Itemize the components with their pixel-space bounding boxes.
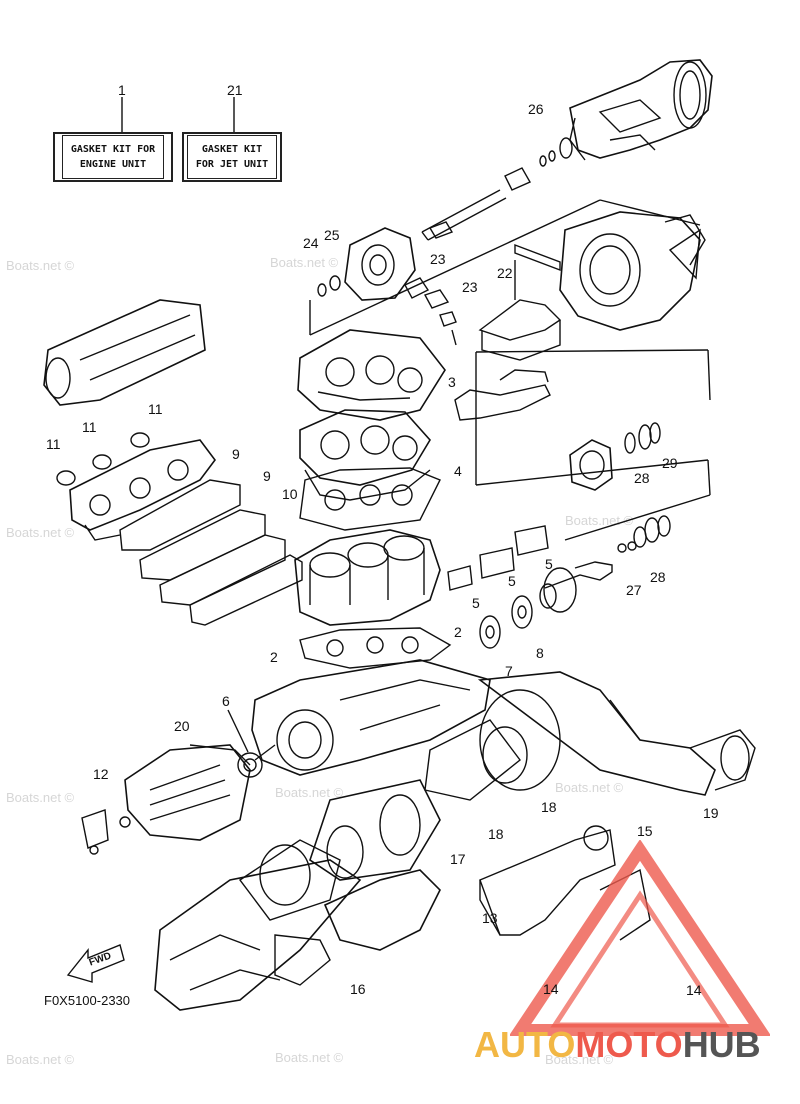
callout-number: 23 bbox=[430, 251, 446, 267]
callout-number: 5 bbox=[508, 573, 516, 589]
callout-number: 28 bbox=[634, 470, 650, 486]
kit-line: GASKET KIT FOR bbox=[70, 144, 156, 155]
callout-number: 25 bbox=[324, 227, 340, 243]
sensor-unit bbox=[81, 809, 131, 855]
callout-number: 11 bbox=[148, 401, 163, 417]
callout-number: 11 bbox=[46, 436, 61, 452]
intake-gaskets bbox=[119, 479, 303, 626]
fwd-arrow bbox=[66, 944, 125, 983]
automotohub-logo: AUTOMOTOHUB bbox=[474, 1024, 761, 1066]
drive-shaft bbox=[421, 137, 573, 241]
callout-number: 13 bbox=[482, 910, 498, 926]
callout-number: 7 bbox=[505, 663, 513, 679]
exhaust-chamber bbox=[424, 689, 561, 801]
front-cover bbox=[124, 744, 251, 841]
crankcase bbox=[251, 659, 491, 776]
callout-number: 24 bbox=[303, 235, 319, 251]
watermark: Boats.net © bbox=[275, 1050, 344, 1065]
carburetor-assembly bbox=[69, 439, 216, 541]
callout-number: 18 bbox=[541, 799, 557, 815]
muffler bbox=[154, 859, 362, 1011]
kit-line: FOR JET UNIT bbox=[195, 159, 269, 170]
callout-number: 4 bbox=[454, 463, 462, 479]
watermark: Boats.net © bbox=[6, 525, 75, 540]
exhaust-body bbox=[323, 869, 441, 951]
impeller-housing bbox=[559, 211, 706, 331]
callout-number: 14 bbox=[543, 981, 559, 997]
oil-seal bbox=[237, 752, 263, 778]
callout-number: 27 bbox=[626, 582, 642, 598]
callout-number: 17 bbox=[450, 851, 466, 867]
callout-number: 2 bbox=[270, 649, 278, 665]
base-gasket bbox=[299, 627, 452, 669]
callout-number: 22 bbox=[497, 265, 513, 281]
kit-line: GASKET KIT bbox=[201, 144, 263, 155]
engine-gasket-kit-box: GASKET KIT FOR ENGINE UNIT bbox=[53, 132, 173, 182]
callout-number: 15 bbox=[637, 823, 653, 839]
callout-number: 16 bbox=[350, 981, 366, 997]
air-intake-box bbox=[43, 299, 206, 406]
callout-number: 10 bbox=[282, 486, 298, 502]
diagram-code: F0X5100-2330 bbox=[44, 993, 131, 1008]
callout-number: 9 bbox=[232, 446, 240, 462]
callout-number: 14 bbox=[686, 982, 702, 998]
cylinder-block bbox=[294, 525, 549, 626]
callout-number: 23 bbox=[462, 279, 478, 295]
bracket bbox=[454, 243, 562, 421]
callout-number: 11 bbox=[82, 419, 97, 435]
logo-part: HUB bbox=[682, 1024, 761, 1065]
bearing-group bbox=[479, 422, 671, 649]
callout-number: 29 bbox=[662, 455, 678, 471]
exhaust-gasket bbox=[274, 934, 331, 986]
watermark: Boats.net © bbox=[545, 1052, 614, 1067]
callout-number: 9 bbox=[263, 468, 271, 484]
logo-triangle-icon bbox=[510, 840, 770, 1036]
watermark: Boats.net © bbox=[6, 1052, 75, 1067]
callout-number: 5 bbox=[472, 595, 480, 611]
callout-number: 5 bbox=[545, 556, 553, 572]
o-ring bbox=[56, 470, 76, 486]
callout-number: 19 bbox=[703, 805, 719, 821]
cylinder-head-cover bbox=[297, 329, 446, 501]
watermark: Boats.net © bbox=[275, 785, 344, 800]
callout-number: 21 bbox=[227, 82, 243, 98]
callout-number: 6 bbox=[222, 693, 230, 709]
callout-number: 8 bbox=[536, 645, 544, 661]
watermark: Boats.net © bbox=[555, 780, 624, 795]
water-box bbox=[238, 779, 441, 921]
exhaust-pipe bbox=[477, 671, 756, 796]
logo-part: MOTO bbox=[575, 1024, 683, 1065]
callout-number: 1 bbox=[118, 82, 126, 98]
callout-number: 28 bbox=[650, 569, 666, 585]
head-gasket bbox=[299, 467, 441, 531]
callout-number: 2 bbox=[454, 624, 462, 640]
jet-gasket-kit-box: GASKET KIT FOR JET UNIT bbox=[182, 132, 282, 182]
callout-number: 18 bbox=[488, 826, 504, 842]
kit-line: ENGINE UNIT bbox=[79, 159, 147, 170]
jet-nozzle-assembly bbox=[569, 59, 713, 161]
logo-part: AUTO bbox=[474, 1024, 576, 1065]
watermark: Boats.net © bbox=[270, 255, 339, 270]
watermark: Boats.net © bbox=[6, 790, 75, 805]
watermark: Boats.net © bbox=[6, 258, 75, 273]
callout-number: 12 bbox=[93, 766, 109, 782]
callout-number: 26 bbox=[528, 101, 544, 117]
bearing-housing bbox=[317, 227, 457, 346]
callout-number: 20 bbox=[174, 718, 190, 734]
callout-number: 3 bbox=[448, 374, 456, 390]
